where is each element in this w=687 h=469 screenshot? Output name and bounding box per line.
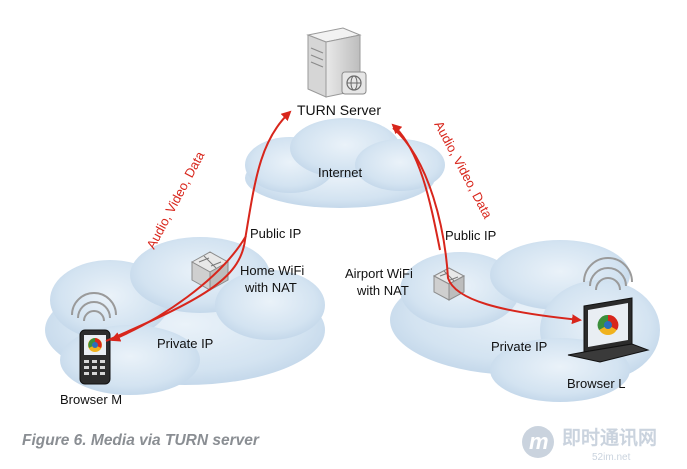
media-flow-right xyxy=(391,123,582,325)
phone-icon xyxy=(71,292,117,385)
airport-router-icon xyxy=(432,267,466,301)
turn-server-label: TURN Server xyxy=(297,102,381,118)
internet-label: Internet xyxy=(318,165,362,180)
public-ip-left-label: Public IP xyxy=(250,226,301,241)
browser-l-label: Browser L xyxy=(567,376,626,391)
watermark-sub: 52im.net xyxy=(592,452,631,463)
private-ip-left-label: Private IP xyxy=(157,336,213,351)
watermark-logo: m 即时通讯网 52im.net xyxy=(522,426,657,463)
internet-cloud xyxy=(245,118,445,208)
airport-nat-label-line1: Airport WiFi xyxy=(345,266,413,281)
public-ip-right-label: Public IP xyxy=(445,228,496,243)
watermark-main: 即时通讯网 xyxy=(562,427,657,449)
airport-nat-label-line2: with NAT xyxy=(356,283,409,298)
home-nat-label-line2: with NAT xyxy=(244,280,297,295)
private-ip-right-label: Private IP xyxy=(491,339,547,354)
browser-m-label: Browser M xyxy=(60,392,122,407)
home-nat-label-line1: Home WiFi xyxy=(240,263,304,278)
figure-caption: Figure 6. Media via TURN server xyxy=(22,432,259,449)
turn-server-icon xyxy=(306,27,367,98)
media-flow-left xyxy=(105,110,292,342)
watermark-logo-letter: m xyxy=(529,429,549,454)
laptop-icon xyxy=(567,257,650,363)
flow-left-label: Audio, Video, Data xyxy=(143,148,207,251)
